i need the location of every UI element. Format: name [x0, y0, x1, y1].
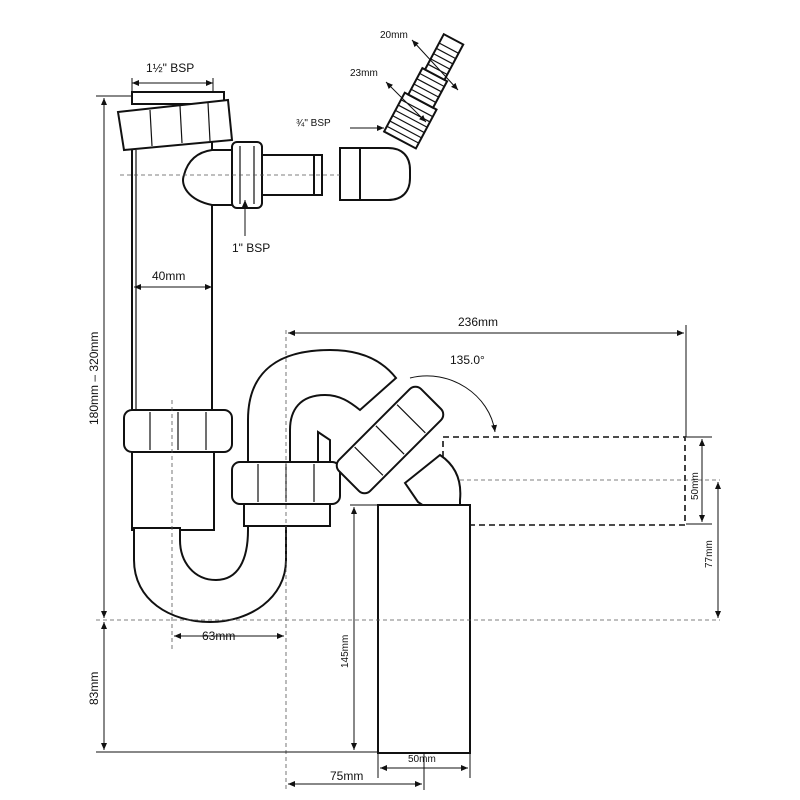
dim-height-range [96, 95, 132, 618]
label-pipe-dia: 40mm [152, 269, 185, 283]
label-hose-tip: 20mm [380, 30, 408, 41]
label-hose-thread: ¾" BSP [296, 118, 331, 129]
label-height-range: 180mm – 320mm [87, 332, 101, 425]
angled-outlet-nut [335, 385, 445, 495]
tail-pipe [377, 504, 471, 754]
top-washer [131, 91, 225, 105]
label-hose-mid: 23mm [350, 68, 378, 79]
label-outlet-dia: 50mm [690, 472, 701, 500]
dim-width-total [288, 325, 687, 437]
dim-top-thread [131, 78, 214, 92]
trap-nut [231, 461, 341, 527]
dim-tail-offset [288, 753, 425, 790]
label-tail-offset: 75mm [330, 769, 363, 783]
leader-hose-tip [411, 39, 459, 91]
label-tail-dia: 50mm [408, 754, 436, 765]
label-width-total: 236mm [458, 315, 498, 329]
hose-connector [339, 32, 465, 201]
dim-base-height [96, 622, 378, 753]
inlet-sleeve [131, 451, 215, 531]
top-compression-nut [116, 98, 234, 152]
dim-outlet-dia [686, 436, 712, 525]
angle-arc [409, 375, 498, 433]
label-angle: 135.0° [450, 353, 485, 367]
crossover-bend [247, 348, 398, 471]
leader-hose-mid [385, 81, 427, 123]
label-base-height: 83mm [87, 672, 101, 705]
side-inlet-branch [182, 141, 323, 209]
inlet-nut [123, 409, 233, 453]
dim-tail-height [350, 504, 378, 750]
label-top-thread: 1½" BSP [146, 61, 194, 75]
label-side-thread: 1" BSP [232, 241, 270, 255]
label-tail-height: 145mm [340, 635, 351, 668]
label-outlet-drop: 77mm [704, 540, 715, 568]
label-trap-offset: 63mm [202, 629, 235, 643]
adjustable-outlet-dashed [442, 436, 686, 526]
